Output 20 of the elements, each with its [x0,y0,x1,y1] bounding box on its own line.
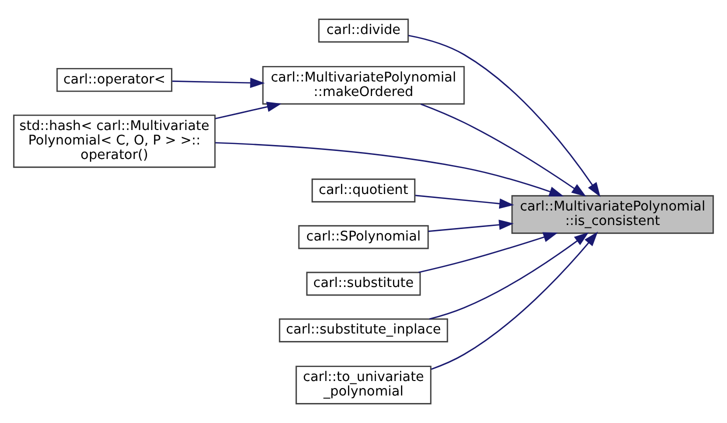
node-box: carl::SPolynomial [298,225,429,250]
node-box: carl::MultivariatePolynomial ::makeOrdered [262,66,465,105]
arrow [415,194,514,209]
arrow [418,232,558,273]
node-box: carl::operator< [56,68,172,92]
arrow [215,102,282,120]
node-box: carl::MultivariatePolynomial ::is_consistent [511,195,714,234]
arrow [428,220,514,232]
node-box: carl::to_univariate _polynomial [296,366,432,404]
arrow [172,78,265,88]
arrow [215,142,564,196]
node-box: carl::substitute [306,272,421,296]
arrow [431,232,598,370]
node-box: std::hash< carl::Multivariate Polynomial< C, O, P > >:: operator() [13,114,216,168]
arrow [408,34,600,198]
node-box: carl::substitute_inplace [278,318,448,342]
node-box: carl::quotient [312,178,416,202]
arrow [420,103,586,197]
node-box: carl::divide [318,18,409,43]
arrow [429,232,589,320]
